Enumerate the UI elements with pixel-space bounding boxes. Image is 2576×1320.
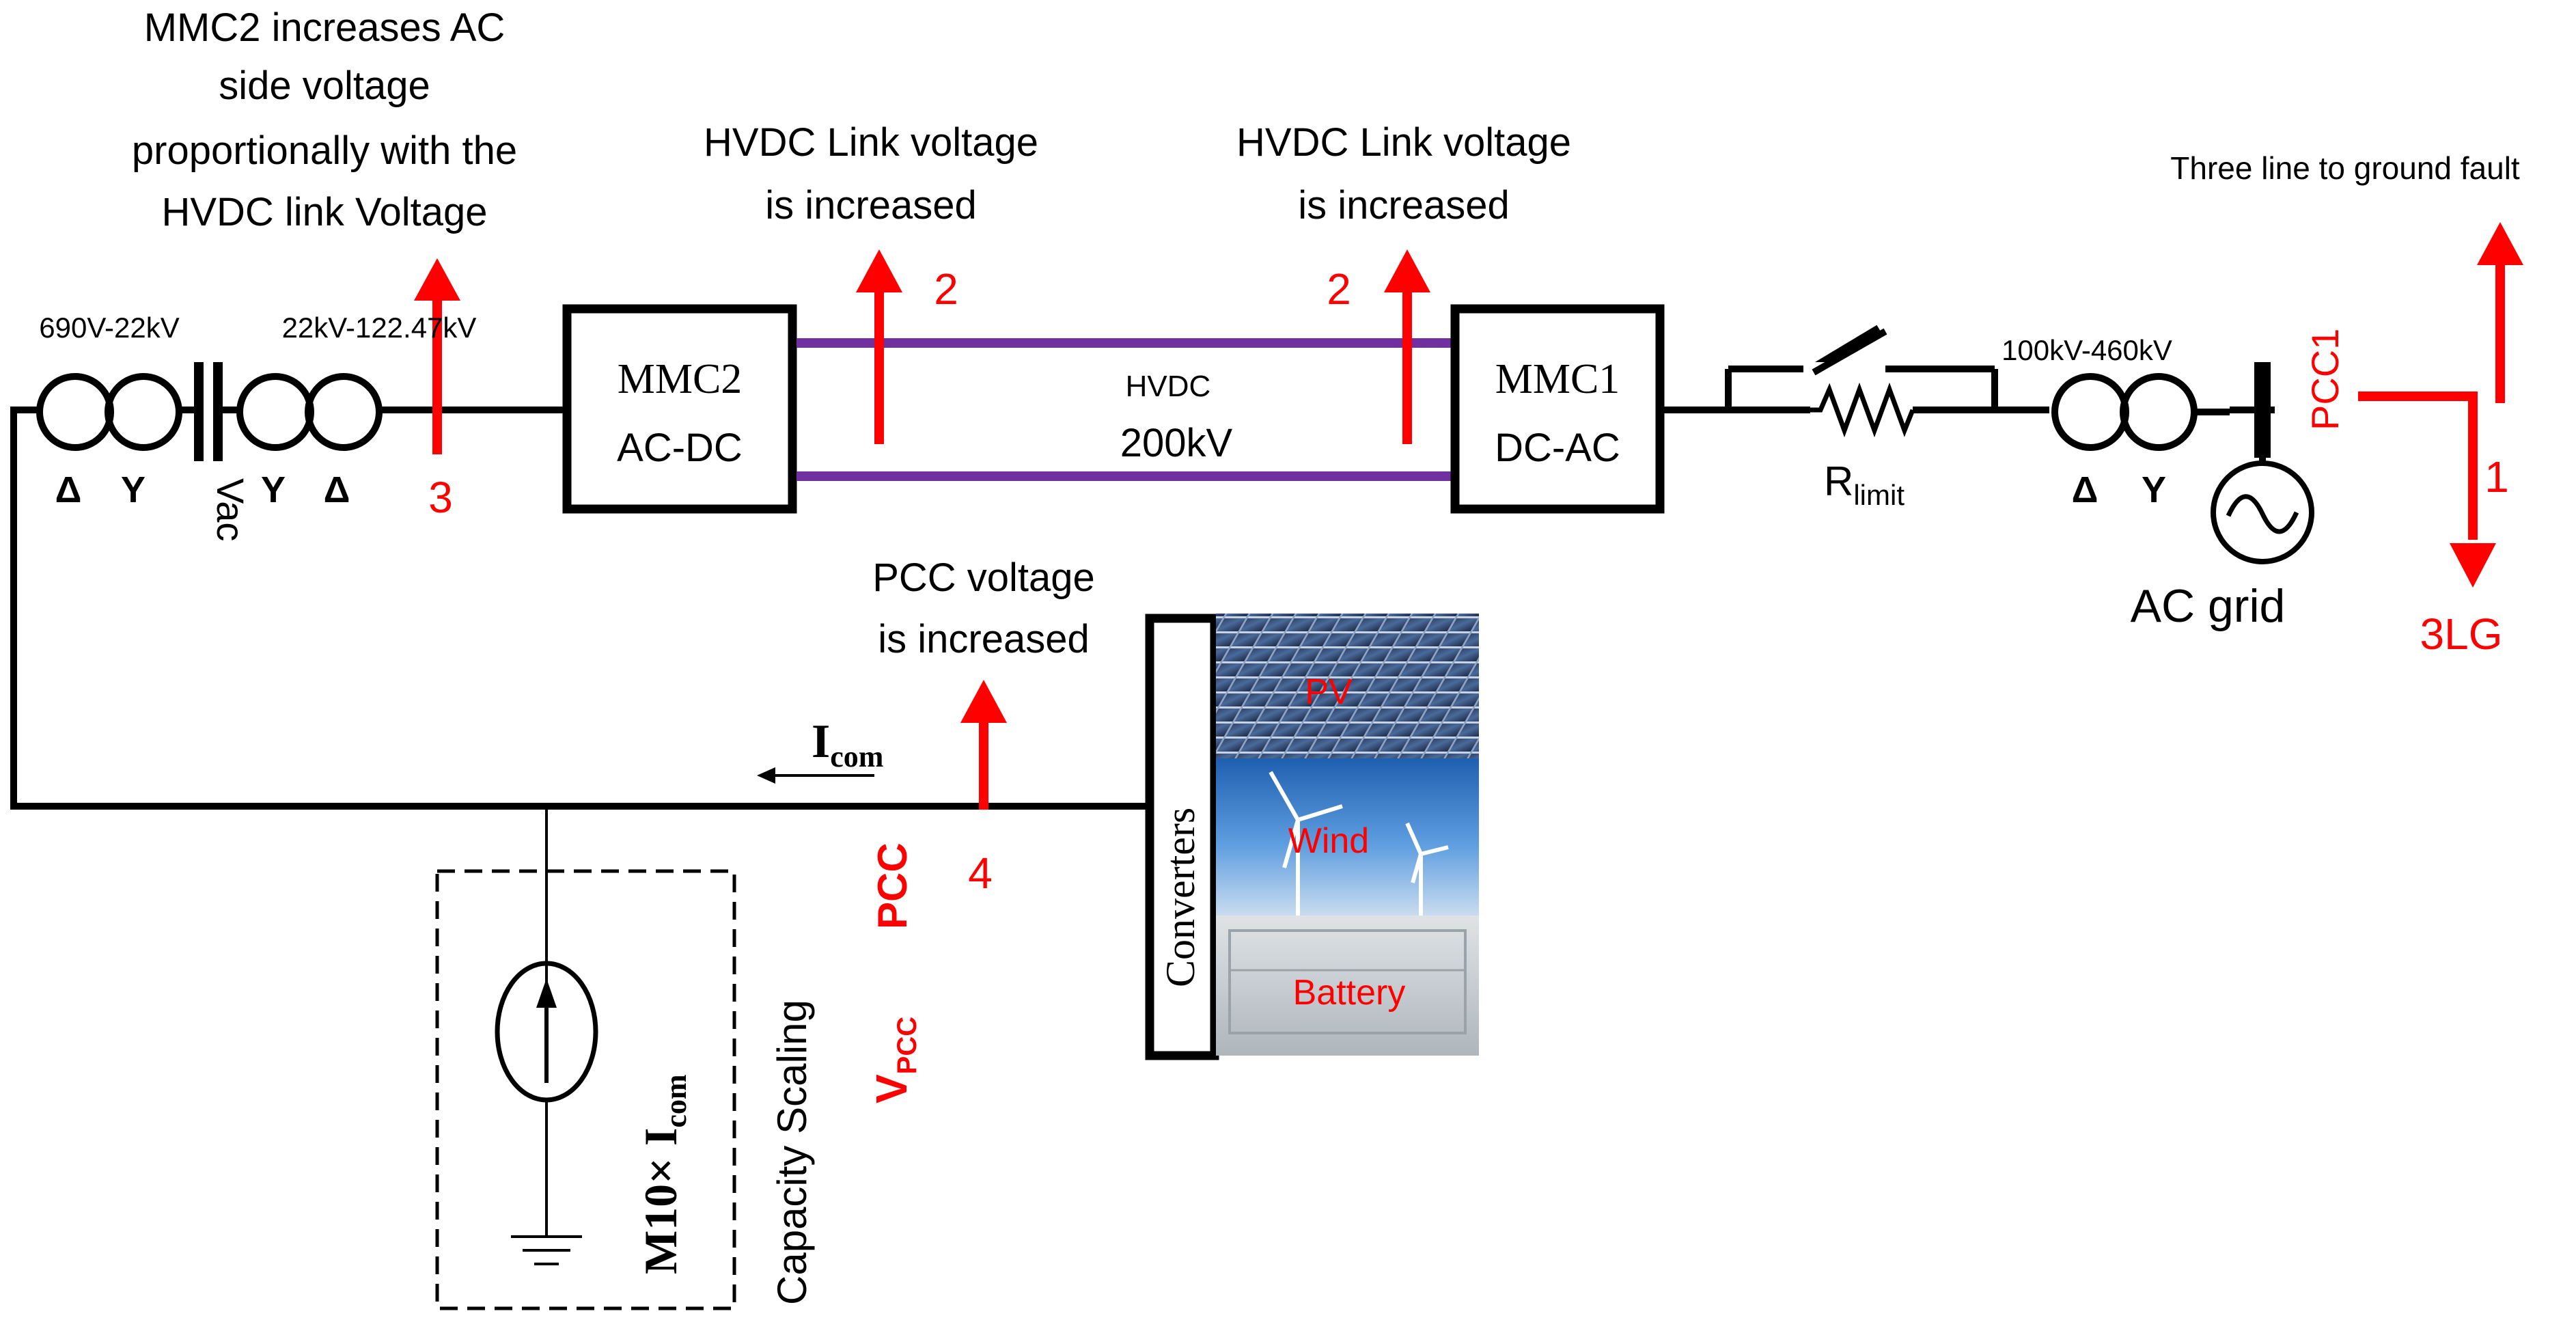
winding-symbols: Δ Y Y Δ Δ Y <box>55 469 2166 510</box>
vpcc-base: V <box>867 1074 916 1103</box>
step2-right-line-1: HVDC Link voltage <box>1236 120 1571 165</box>
step2-right-line-2: is increased <box>1298 183 1509 228</box>
step3-annotation: MMC2 increases AC side voltage proportio… <box>132 5 517 234</box>
t1-rating: 690V-22kV <box>39 312 180 344</box>
capacity-scaling-label: Capacity Scaling <box>769 1000 815 1305</box>
ac-grid-source <box>2211 451 2314 564</box>
mmc1-box <box>1450 304 1665 514</box>
step3-line-4: HVDC link Voltage <box>161 190 487 234</box>
rlimit-subscript: limit <box>1853 479 1905 511</box>
converters-label: Converters <box>1158 808 1203 987</box>
pcc1-bus <box>2254 362 2271 458</box>
wind-image <box>1216 758 1479 916</box>
scaled-source-subscript: com <box>659 1074 693 1127</box>
ac-grid-label: AC grid <box>2131 580 2286 632</box>
rlimit-base: R <box>1824 458 1853 504</box>
t1-left-symbol: Δ <box>55 469 82 510</box>
transformer-22kv-122kv <box>236 373 383 451</box>
t2-left-symbol: Y <box>261 469 286 510</box>
capacity-scaling-box <box>435 869 736 1310</box>
transformer-ratings: 690V-22kV 22kV-122.47kV 100kV-460kV <box>39 312 2172 366</box>
hvdc-label: HVDC <box>1126 370 1211 403</box>
step2-left-line-1: HVDC Link voltage <box>704 120 1038 165</box>
capacity-scaling-block <box>435 806 736 1310</box>
wind-label: Wind <box>1288 821 1369 861</box>
mmc2-labels: MMC2 AC-DC <box>617 356 743 470</box>
battery-label: Battery <box>1293 973 1406 1013</box>
wind-turbines <box>1269 771 1449 916</box>
vpcc-label: VPCC <box>867 1017 922 1103</box>
pcc1-label: PCC1 <box>2303 329 2346 430</box>
renewable-labels: PV Wind Battery <box>1288 672 1406 1013</box>
mmc1-line-1: MMC1 <box>1495 356 1620 402</box>
t3-rating: 100kV-460kV <box>2002 334 2172 366</box>
mmc1-line-2: DC-AC <box>1495 426 1620 470</box>
step2-right-annotation: HVDC Link voltage is increased <box>1236 120 1571 228</box>
t2-rating: 22kV-122.47kV <box>282 312 477 344</box>
vac-label: Vac <box>209 478 252 541</box>
mmc2-line-2: AC-DC <box>617 426 743 470</box>
hvdc-voltage: 200kV <box>1120 421 1233 465</box>
icom-base: I <box>812 715 830 768</box>
renewable-sources-image <box>1216 614 1479 1056</box>
fault-title: Three line to ground fault <box>2170 150 2520 186</box>
transformer-690v-22kv <box>36 373 182 451</box>
red-arrows <box>414 222 2523 810</box>
icom-label: Icom <box>812 715 883 773</box>
marker-4: 4 <box>968 849 993 898</box>
mmc2-line-1: MMC2 <box>618 356 743 402</box>
vpcc-subscript: PCC <box>892 1017 922 1074</box>
marker-3: 3 <box>428 473 453 522</box>
vac-capacitor <box>194 362 223 461</box>
step3-line-1: MMC2 increases AC <box>144 5 505 50</box>
pcc-line-2: is increased <box>878 617 1089 661</box>
pcc-label: PCC <box>870 842 915 929</box>
marker-1: 1 <box>2484 452 2509 501</box>
converters-box <box>1145 614 1219 1060</box>
bypass-switch <box>1728 325 1995 376</box>
scaled-source-label: M10× Icom <box>635 1074 693 1274</box>
step3-line-2: side voltage <box>219 64 430 108</box>
pcc-line-1: PCC voltage <box>872 555 1095 600</box>
marker-2-left: 2 <box>934 264 958 314</box>
step2-left-line-2: is increased <box>765 183 976 228</box>
step-markers: 1 2 2 3 4 <box>428 264 2509 898</box>
rlimit-label: Rlimit <box>1824 458 1905 511</box>
rlimit-resistor <box>1810 382 1915 438</box>
mmc1-labels: MMC1 DC-AC <box>1495 356 1620 470</box>
fault-label: 3LG <box>2420 609 2503 659</box>
pv-label: PV <box>1305 672 1353 712</box>
icom-arrow <box>757 767 874 784</box>
icom-subscript: com <box>830 740 883 773</box>
mmc2-box <box>562 304 797 514</box>
marker-2-right: 2 <box>1327 264 1351 314</box>
pcc-annotation: PCC voltage is increased <box>872 555 1095 661</box>
hvdc-link <box>797 338 1455 481</box>
t3-left-symbol: Δ <box>2072 469 2099 510</box>
step3-line-3: proportionally with the <box>132 128 517 173</box>
t1-right-symbol: Y <box>121 469 146 510</box>
transformer-100kv-460kv <box>2051 373 2230 451</box>
scaled-source-prefix: M10× I <box>635 1128 687 1274</box>
t3-right-symbol: Y <box>2142 469 2166 510</box>
step2-left-annotation: HVDC Link voltage is increased <box>704 120 1038 228</box>
pv-image <box>1216 614 1479 758</box>
t2-right-symbol: Δ <box>324 469 350 510</box>
